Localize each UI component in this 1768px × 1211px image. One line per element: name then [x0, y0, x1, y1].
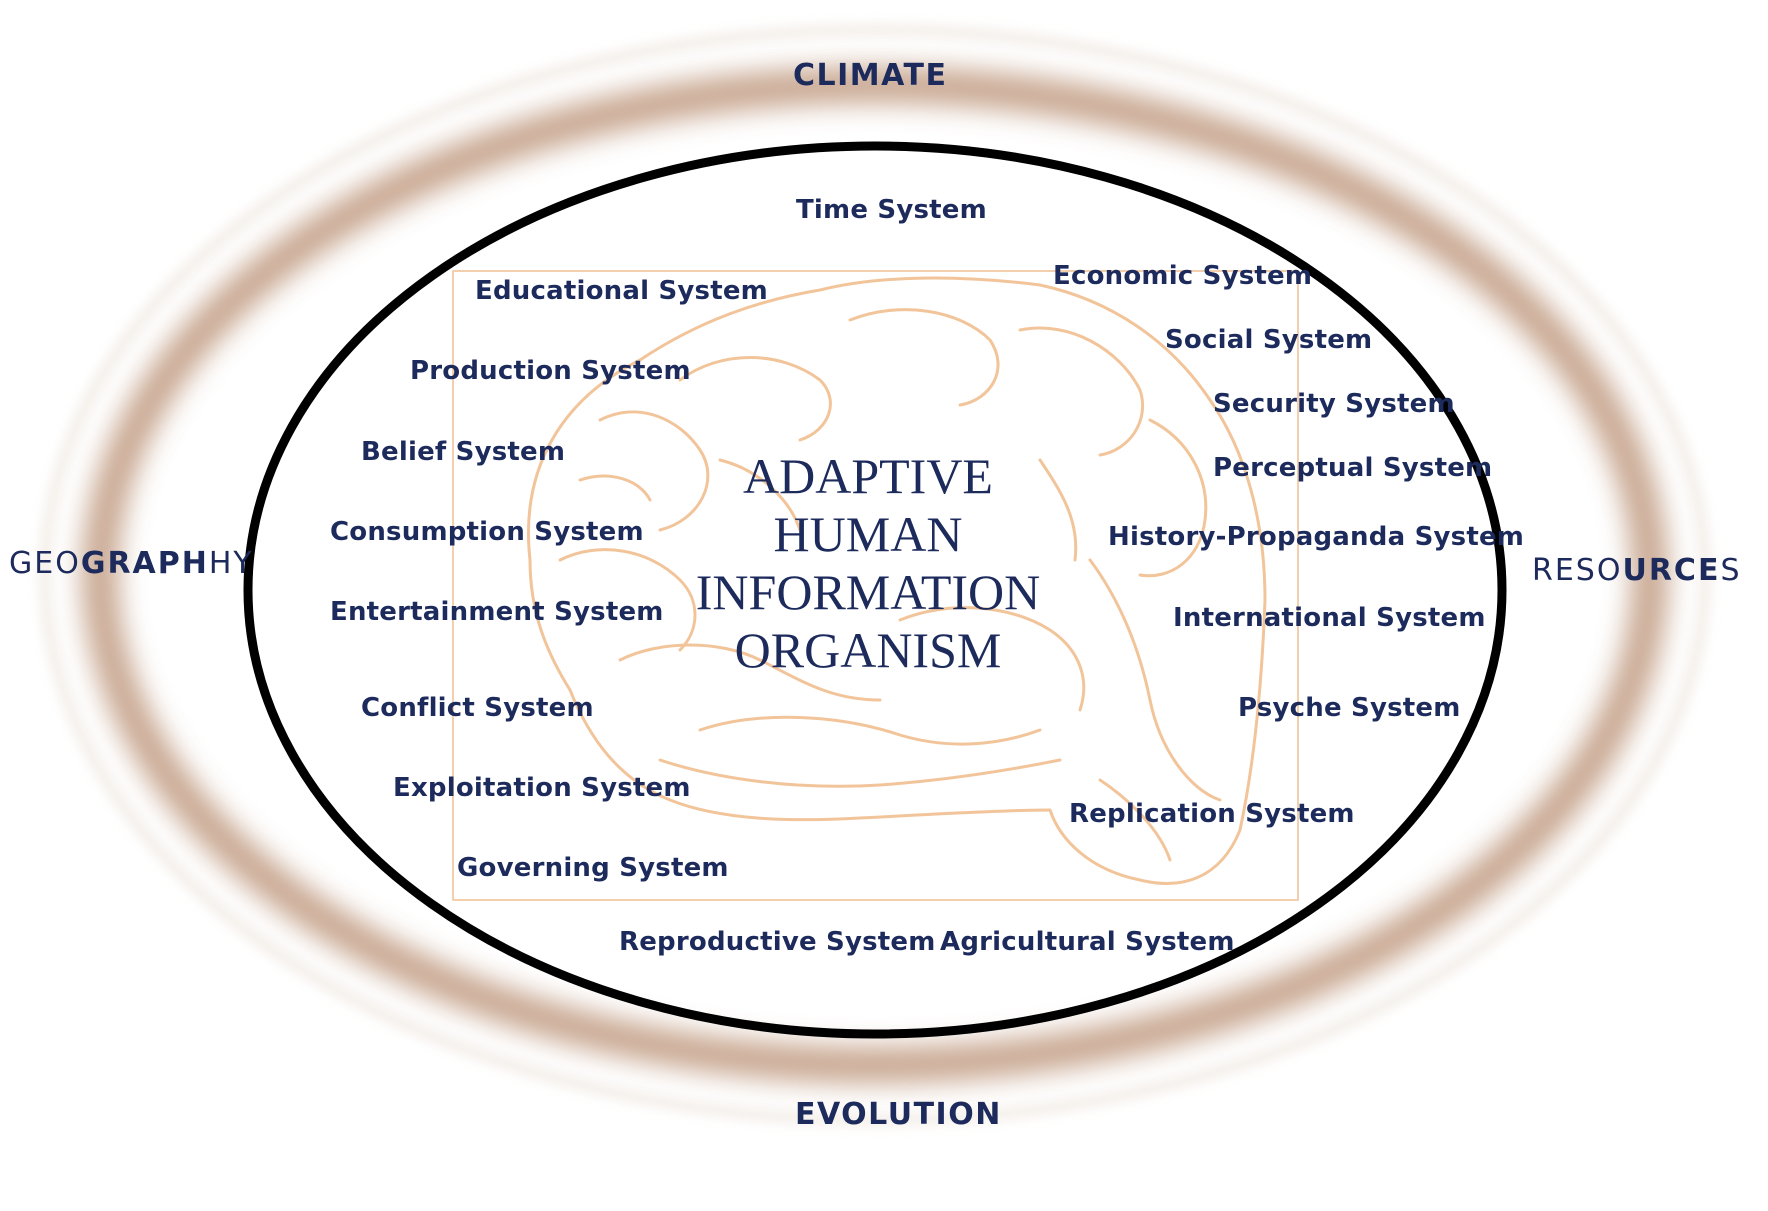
- time-system-label: Time System: [796, 195, 987, 225]
- replication-system-label: Replication System: [1069, 799, 1355, 829]
- brain-illustration: [452, 270, 1299, 901]
- perceptual-system-label: Perceptual System: [1213, 453, 1493, 483]
- center-title-line: HUMAN: [773, 506, 963, 562]
- brain-fold: [558, 548, 697, 652]
- security-system-label: Security System: [1213, 389, 1455, 419]
- brain-frame: [452, 270, 1299, 901]
- reproductive-system-label: Reproductive System: [619, 927, 936, 957]
- center-title-line: ORGANISM: [734, 622, 1002, 678]
- evolution-label: EVOLUTION: [795, 1097, 1002, 1132]
- center-title-line: ADAPTIVE: [743, 448, 993, 504]
- geography-label-part3: HY: [208, 546, 254, 581]
- brain-outline: [527, 276, 1267, 885]
- belief-system-label: Belief System: [361, 437, 566, 467]
- governing-system-label: Governing System: [457, 853, 729, 883]
- economic-system-label: Economic System: [1053, 261, 1313, 291]
- environment-ring: [83, 68, 1667, 1082]
- geography-label: GEOGRAPHHY: [9, 546, 254, 581]
- exploitation-system-label: Exploitation System: [393, 773, 691, 803]
- brain-fold: [1088, 558, 1222, 802]
- agricultural-system-label: Agricultural System: [940, 927, 1235, 957]
- brain-fold: [598, 410, 710, 532]
- conflict-system-label: Conflict System: [361, 693, 594, 723]
- brain-fold: [1038, 458, 1078, 562]
- resources-label-part2: URCE: [1622, 553, 1721, 588]
- international-system-label: International System: [1173, 603, 1486, 633]
- brain-fold: [718, 458, 802, 532]
- climate-label: CLIMATE: [793, 58, 948, 93]
- geography-label-part1: GEO: [9, 546, 81, 581]
- brain-fold: [618, 643, 882, 702]
- center-title: ADAPTIVE HUMAN INFORMATION ORGANISM: [668, 447, 1068, 679]
- production-system-label: Production System: [410, 356, 691, 386]
- center-title-line: INFORMATION: [695, 564, 1041, 620]
- entertainment-system-label: Entertainment System: [330, 597, 664, 627]
- educational-system-label: Educational System: [475, 276, 768, 306]
- consumption-system-label: Consumption System: [330, 517, 644, 547]
- brain-fold: [658, 758, 1062, 788]
- brain-fold: [848, 308, 1000, 407]
- outer-halo-ring: [40, 25, 1710, 1125]
- history-propaganda-system-label: History-Propaganda System: [1108, 522, 1525, 552]
- psyche-system-label: Psyche System: [1238, 693, 1461, 723]
- resources-label-part3: S: [1720, 553, 1742, 588]
- resources-label-part1: RESO: [1532, 553, 1623, 588]
- resources-label: RESOURCES: [1532, 553, 1742, 588]
- brain-fold: [898, 606, 1086, 712]
- brain-fold: [678, 356, 832, 442]
- geography-label-part2: GRAPH: [80, 546, 209, 581]
- brain-fold: [698, 715, 1042, 746]
- brain-fold: [578, 474, 652, 502]
- organism-boundary-ellipse: [243, 141, 1507, 1039]
- brain-fold: [1098, 778, 1172, 862]
- social-system-label: Social System: [1165, 325, 1373, 355]
- brain-fold: [1018, 326, 1145, 457]
- brain-fold: [1138, 418, 1208, 578]
